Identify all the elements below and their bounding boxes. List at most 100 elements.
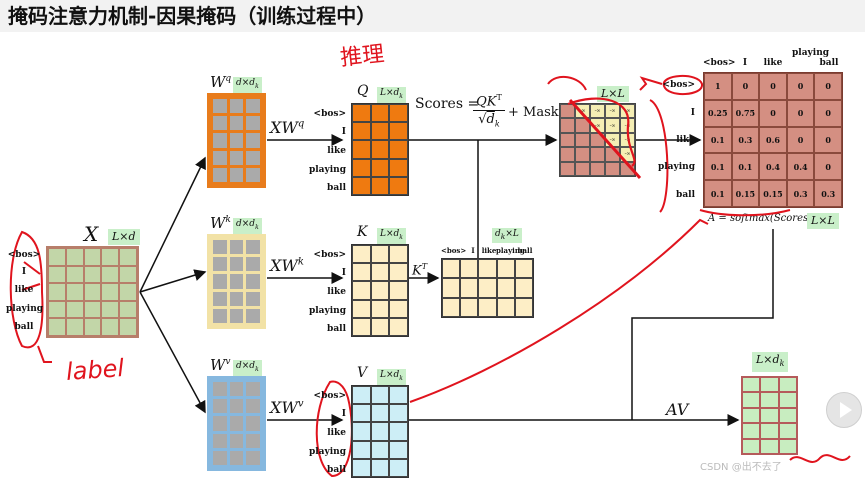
- score-cell: [605, 161, 620, 176]
- x-cell: [65, 248, 84, 266]
- weight-cell: [229, 399, 244, 414]
- xwq-label: XWq: [270, 118, 304, 137]
- matrix-cell: [352, 317, 371, 336]
- scores-numerator-sup: T: [496, 93, 502, 102]
- scores-formula: Scores =: [415, 96, 479, 112]
- av-cell: [760, 407, 779, 424]
- x-token-label: ball: [14, 322, 34, 332]
- kt-cell: [460, 259, 479, 279]
- matrix-cell: [370, 386, 390, 405]
- scores-denominator: d: [486, 112, 495, 128]
- v-dim-main: L×d: [380, 370, 400, 380]
- av-cell: [778, 423, 797, 439]
- att-row-label: playing: [657, 162, 695, 172]
- x-cell: [119, 248, 137, 266]
- matrix-cell: [389, 299, 408, 318]
- matrix-cell: [370, 104, 390, 123]
- score-masked-cell: -∞: [605, 104, 620, 119]
- av-cell: [742, 407, 761, 424]
- v-row-label: ball: [327, 465, 346, 475]
- matrix-cell: [389, 440, 408, 459]
- weight-cell: [246, 133, 260, 148]
- scores-numerator: QK: [476, 94, 497, 110]
- attention-cell: 0.15: [731, 180, 760, 207]
- weight-cell: [213, 416, 227, 431]
- attention-cell: 0.3: [731, 126, 760, 154]
- arrow-x-to-wv: [139, 291, 206, 414]
- watermark: CSDN @出不去了: [700, 462, 782, 473]
- attention-cell: 0: [731, 73, 760, 100]
- x-cell: [101, 265, 120, 284]
- q-row-label: I: [341, 127, 346, 137]
- av-cell: [778, 392, 797, 408]
- kt-label-text: K: [412, 263, 422, 279]
- attention-cell: 0: [786, 73, 815, 100]
- score-cell: [590, 147, 605, 162]
- wk-name: Wk: [210, 214, 231, 232]
- av-matrix: [741, 376, 798, 455]
- weight-cell: [246, 399, 260, 414]
- score-masked-cell: -∞: [620, 147, 635, 162]
- video-play-button[interactable]: [826, 392, 862, 428]
- attention-cell: 0.25: [704, 99, 732, 127]
- wv-dim-sub: k: [255, 365, 259, 373]
- arrow-x-to-wq: [139, 156, 206, 293]
- weight-cell: [213, 399, 227, 414]
- weight-cell: [246, 450, 260, 465]
- q-matrix-dim: L×dk: [377, 87, 406, 103]
- matrix-cell: [352, 386, 371, 405]
- matrix-cell: [370, 404, 390, 423]
- matrix-cell: [370, 122, 390, 141]
- scores-suffix: + Mask: [508, 105, 559, 120]
- attention-cell: 0: [786, 126, 815, 154]
- attention-cell: 1: [704, 73, 732, 100]
- v-row-label: I: [341, 409, 346, 419]
- att-row-label: ball: [676, 190, 695, 200]
- matrix-cell: [389, 386, 408, 405]
- v-matrix-dim: L×dk: [377, 369, 406, 385]
- score-cell: [575, 132, 590, 148]
- score-masked-cell: -∞: [620, 118, 635, 133]
- score-matrix-dim: L×L: [597, 86, 629, 102]
- weight-cell: [229, 308, 244, 323]
- wk-name-text: W: [210, 214, 226, 232]
- matrix-cell: [352, 176, 371, 195]
- x-cell: [65, 265, 84, 284]
- wv-name-text: W: [210, 356, 226, 374]
- att-col-header: I: [742, 58, 748, 68]
- matrix-cell: [370, 263, 390, 282]
- attention-cell: 0: [814, 153, 842, 181]
- xwv-label: XWv: [270, 398, 304, 417]
- kt-cell: [496, 259, 515, 279]
- att-col-header: playing: [792, 48, 830, 58]
- wk-sup: k: [225, 215, 231, 225]
- wv-dim: d×dk: [233, 360, 262, 376]
- v-matrix-name: V: [357, 365, 368, 381]
- wv-name: Wv: [210, 356, 231, 374]
- wk-dim: d×dk: [233, 218, 262, 234]
- kt-col-label: ball: [517, 246, 533, 255]
- score-matrix: -∞-∞-∞-∞-∞-∞-∞-∞-∞-∞: [559, 103, 636, 177]
- weight-cell: [229, 167, 244, 182]
- weight-cell: [229, 99, 244, 114]
- score-cell: [560, 132, 575, 148]
- k-matrix-name: K: [357, 224, 368, 240]
- k-row-label: I: [341, 268, 346, 278]
- attention-cell: 0.3: [786, 180, 815, 207]
- att-col-header: ball: [819, 58, 839, 68]
- attention-cell: 0.75: [731, 99, 760, 127]
- weight-cell: [229, 257, 244, 272]
- matrix-cell: [352, 440, 371, 459]
- xwq-text: XW: [270, 118, 298, 137]
- kt-cell: [514, 297, 533, 317]
- weight-cell: [229, 274, 244, 289]
- attention-cell: 0: [759, 73, 787, 100]
- weight-cell: [246, 433, 260, 448]
- weight-cell: [229, 382, 244, 397]
- v-row-label: like: [327, 428, 346, 438]
- weight-cell: [246, 150, 260, 165]
- x-cell: [119, 318, 137, 336]
- weight-cell: [213, 274, 227, 289]
- attention-formula: A = softmax(Scores): [708, 213, 812, 224]
- arrow-x-to-wk: [139, 269, 207, 293]
